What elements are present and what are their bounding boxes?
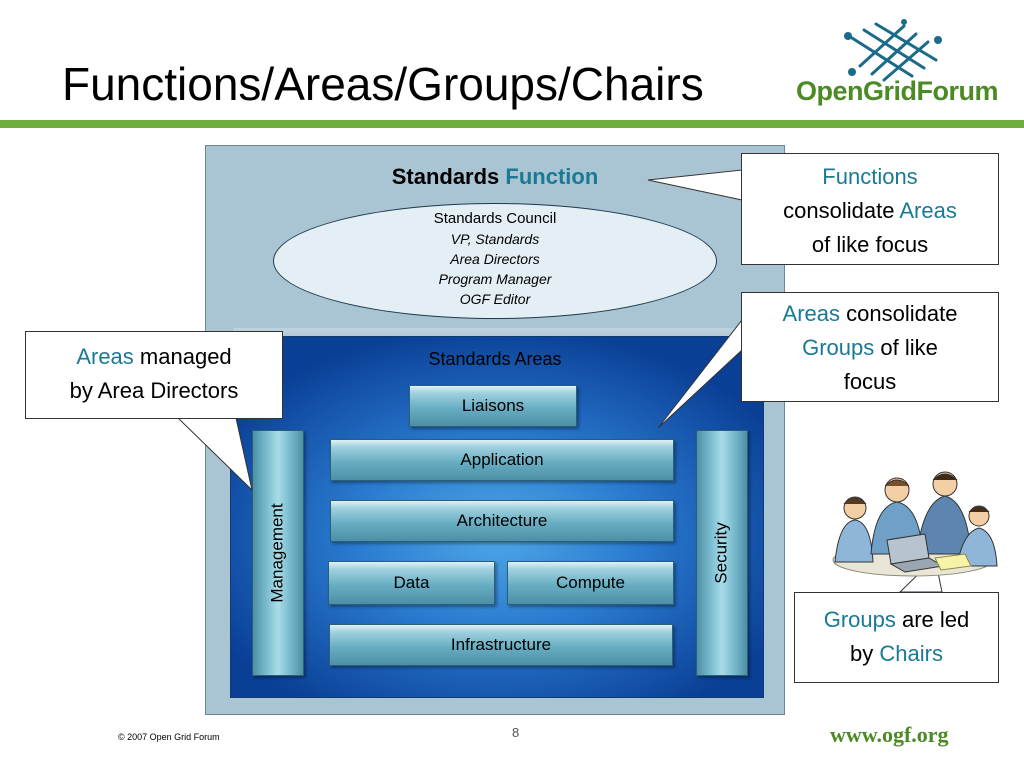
- function-title-accent: Function: [505, 164, 599, 189]
- callout-managed-text: managed: [139, 344, 232, 369]
- security-label: Security: [712, 522, 732, 584]
- callout-functions-keyword: Functions: [822, 164, 918, 189]
- callout-groups-text: by: [850, 641, 874, 666]
- standards-areas-label: Standards Areas: [428, 349, 562, 369]
- callout-managed-text: by Area Directors: [69, 378, 239, 403]
- callout-areas-text: focus: [843, 369, 897, 394]
- callout-groups-text: are led: [902, 607, 970, 632]
- ogf-logo-text: OpenGridForum: [796, 76, 999, 106]
- callout-functions-areas: Areas: [899, 198, 957, 223]
- footer-url: www.ogf.org: [830, 722, 949, 747]
- callout-functions-text: of like focus: [811, 232, 929, 257]
- management-bar: Management: [252, 430, 304, 676]
- callout-areas-groups: Areas consolidate Groups of like focus: [741, 292, 999, 402]
- callout-groups-keyword: Groups: [823, 607, 896, 632]
- callout-groups-chairs: Groups are led by Chairs: [794, 592, 999, 683]
- infrastructure-bar: Infrastructure: [329, 624, 673, 666]
- callout-chairs-keyword: Chairs: [879, 641, 943, 666]
- callout-functions: Functions consolidate Areas of like focu…: [741, 153, 999, 265]
- liaisons-label: Liaisons: [461, 396, 525, 415]
- callout-functions-text: consolidate: [783, 198, 895, 223]
- standards-council-ellipse: [273, 203, 717, 319]
- application-bar: Application: [330, 439, 674, 481]
- footer-copyright: © 2007 Open Grid Forum: [118, 732, 220, 742]
- council-member: Area Directors: [450, 251, 540, 267]
- council-member: VP, Standards: [450, 231, 540, 247]
- callout-areas-text: of like: [880, 335, 938, 360]
- ogf-grid-logo-icon: [844, 19, 942, 82]
- management-label: Management: [268, 503, 288, 603]
- callout-groups-keyword: Groups: [802, 335, 875, 360]
- data-label: Data: [393, 573, 430, 592]
- callout-areas-managed: Areas managed by Area Directors: [25, 331, 283, 419]
- team-meeting-clipart-icon: [832, 471, 998, 577]
- infrastructure-label: Infrastructure: [450, 635, 552, 654]
- compute-label: Compute: [556, 573, 625, 592]
- security-bar: Security: [696, 430, 748, 676]
- standards-function-title: Standards Function: [330, 164, 660, 190]
- council-member: Program Manager: [438, 271, 552, 287]
- liaisons-bar: Liaisons: [409, 385, 577, 427]
- slide-title: Functions/Areas/Groups/Chairs: [62, 58, 704, 110]
- callout-managed-keyword: Areas: [76, 344, 134, 369]
- callout-areas-keyword: Areas: [782, 301, 841, 326]
- function-title-word: Standards: [391, 164, 500, 189]
- header-rule: [0, 120, 1024, 128]
- page-number: 8: [512, 725, 520, 740]
- architecture-bar: Architecture: [330, 500, 674, 542]
- data-bar: Data: [328, 561, 495, 605]
- application-label: Application: [460, 450, 544, 469]
- callout-areas-text: consolidate: [846, 301, 958, 326]
- council-name: Standards Council: [433, 210, 557, 227]
- standards-council-text: Standards Council VP, Standards Area Dir…: [273, 209, 717, 309]
- compute-bar: Compute: [507, 561, 674, 605]
- architecture-label: Architecture: [456, 511, 548, 530]
- council-member: OGF Editor: [459, 291, 531, 307]
